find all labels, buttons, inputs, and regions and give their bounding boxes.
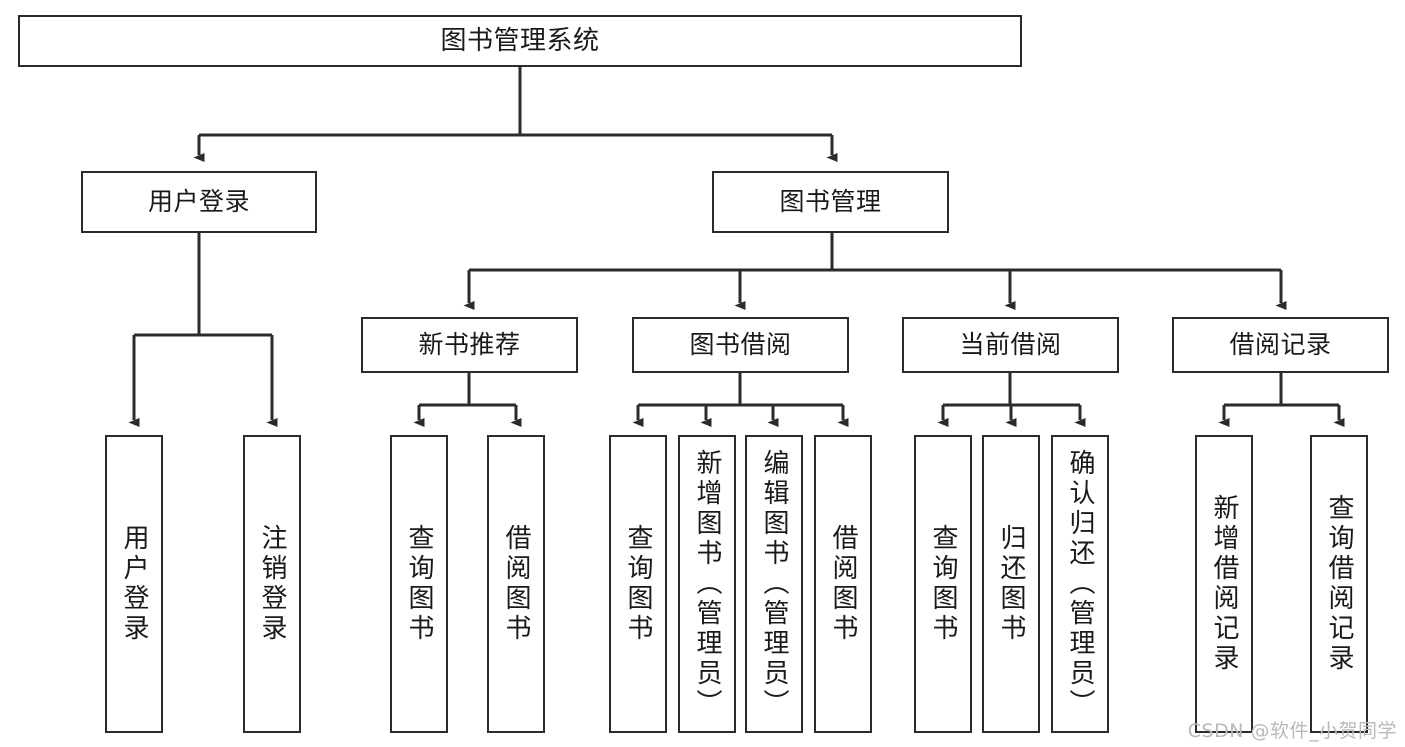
node-leaf-query-book-2-label: 查询图书 <box>623 524 653 644</box>
node-user-login-label: 用户登录 <box>147 187 250 217</box>
node-user-login[interactable]: 用户登录 <box>81 171 317 233</box>
node-borrow-record-label: 借阅记录 <box>1229 330 1332 360</box>
node-leaf-user-logout[interactable]: 注销登录 <box>243 435 301 733</box>
node-book-borrow-label: 图书借阅 <box>689 330 792 360</box>
node-leaf-borrow-book-1-label: 借阅图书 <box>501 524 531 644</box>
node-leaf-query-record[interactable]: 查询借阅记录 <box>1310 435 1368 733</box>
node-book-manage[interactable]: 图书管理 <box>712 171 949 233</box>
node-leaf-add-record[interactable]: 新增借阅记录 <box>1195 435 1253 733</box>
node-leaf-borrow-book-2[interactable]: 借阅图书 <box>814 435 872 733</box>
node-book-borrow[interactable]: 图书借阅 <box>632 317 849 373</box>
node-leaf-add-book-label: 新增图书（管理员） <box>692 449 722 719</box>
node-leaf-edit-book[interactable]: 编辑图书（管理员） <box>745 435 803 733</box>
node-leaf-return-book[interactable]: 归还图书 <box>982 435 1040 733</box>
node-new-book-recommend[interactable]: 新书推荐 <box>361 317 578 373</box>
node-current-borrow[interactable]: 当前借阅 <box>902 317 1119 373</box>
node-new-book-recommend-label: 新书推荐 <box>418 330 521 360</box>
node-leaf-add-record-label: 新增借阅记录 <box>1209 494 1239 674</box>
node-leaf-query-book-2[interactable]: 查询图书 <box>609 435 667 733</box>
node-leaf-borrow-book-1[interactable]: 借阅图书 <box>487 435 545 733</box>
node-book-manage-label: 图书管理 <box>779 187 882 217</box>
node-current-borrow-label: 当前借阅 <box>959 330 1062 360</box>
node-root-system-label: 图书管理系统 <box>440 25 600 56</box>
node-leaf-query-book-3-label: 查询图书 <box>928 524 958 644</box>
node-leaf-user-login-label: 用户登录 <box>119 524 149 644</box>
node-leaf-edit-book-label: 编辑图书（管理员） <box>759 449 789 719</box>
node-leaf-return-book-label: 归还图书 <box>996 524 1026 644</box>
node-leaf-user-logout-label: 注销登录 <box>257 524 287 644</box>
node-leaf-confirm-return[interactable]: 确认归还（管理员） <box>1051 435 1109 733</box>
node-leaf-query-book-1[interactable]: 查询图书 <box>390 435 448 733</box>
node-leaf-user-login[interactable]: 用户登录 <box>105 435 163 733</box>
node-borrow-record[interactable]: 借阅记录 <box>1172 317 1389 373</box>
node-leaf-add-book[interactable]: 新增图书（管理员） <box>678 435 736 733</box>
node-leaf-confirm-return-label: 确认归还（管理员） <box>1065 449 1095 719</box>
node-root-system[interactable]: 图书管理系统 <box>18 15 1022 67</box>
node-leaf-query-book-3[interactable]: 查询图书 <box>914 435 972 733</box>
node-leaf-query-record-label: 查询借阅记录 <box>1324 494 1354 674</box>
csdn-watermark: CSDN @软件_小贺同学 <box>1187 720 1397 742</box>
node-leaf-query-book-1-label: 查询图书 <box>404 524 434 644</box>
node-leaf-borrow-book-2-label: 借阅图书 <box>828 524 858 644</box>
